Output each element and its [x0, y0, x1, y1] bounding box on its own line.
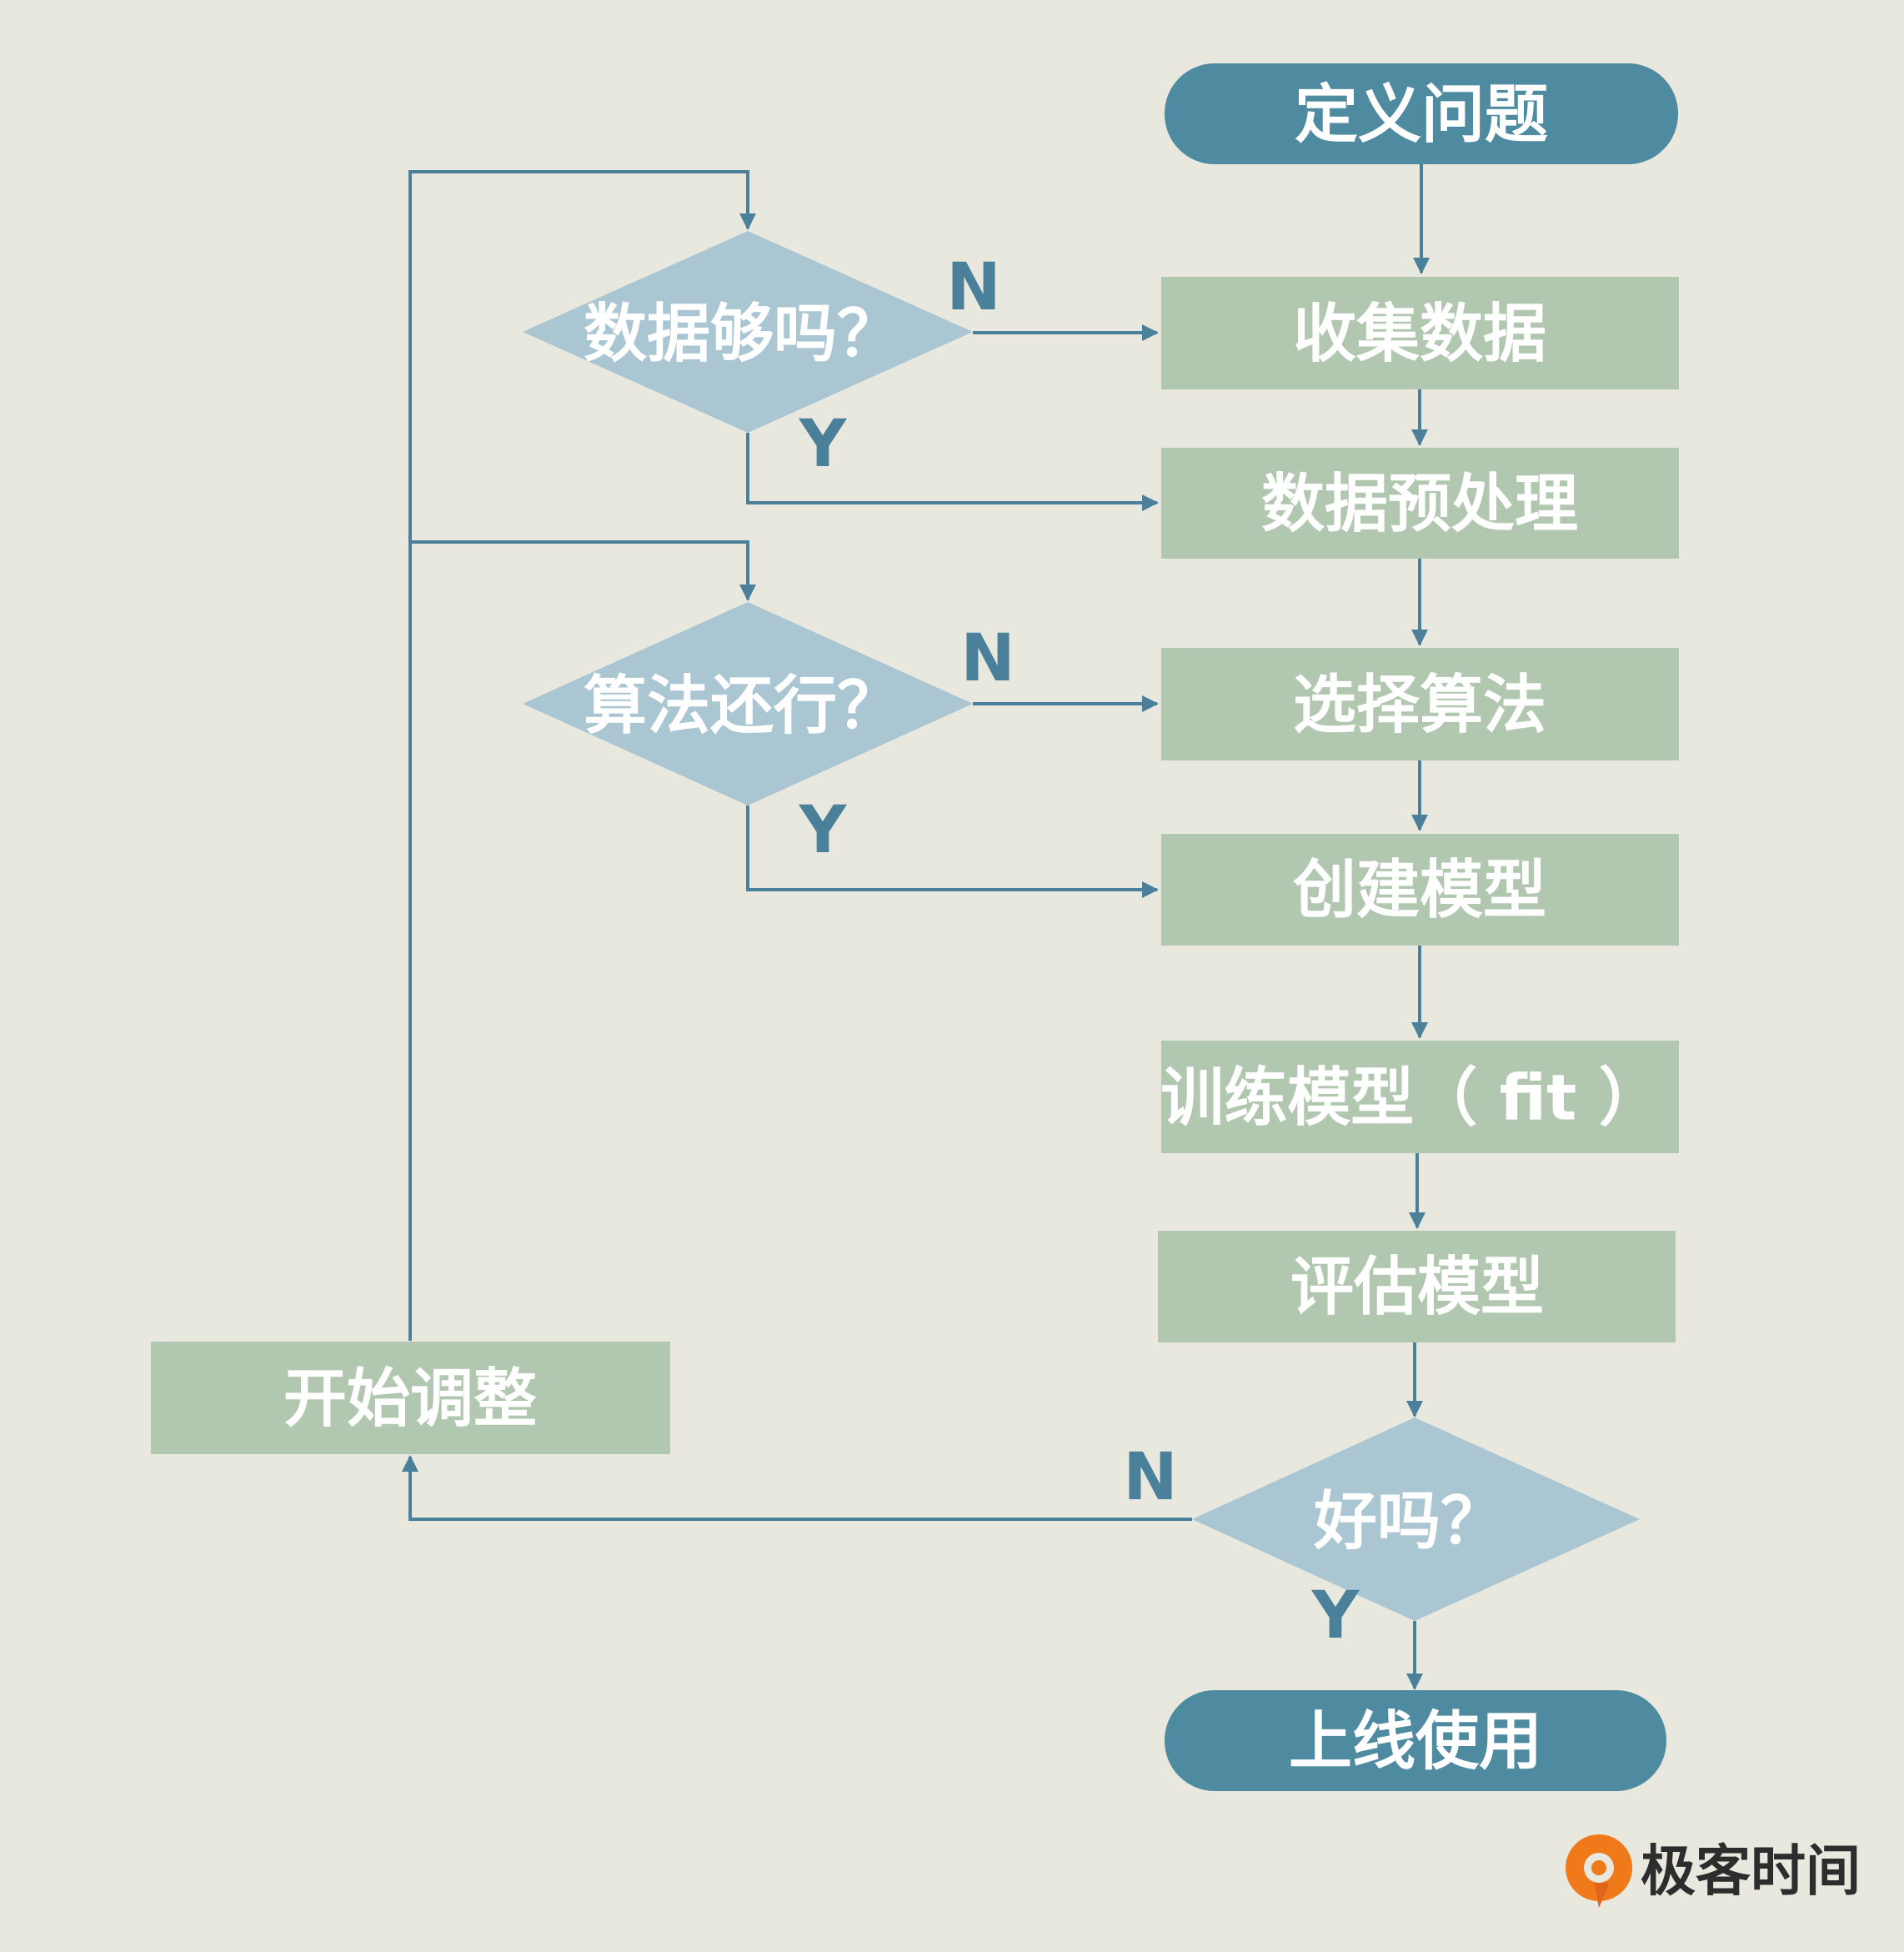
node-deploy-label: 上线使用	[1289, 1704, 1542, 1779]
edge-algorithm-ok-yes	[746, 805, 1159, 898]
node-preprocess-data-label: 数据预处理	[1261, 467, 1578, 541]
node-collect-data: 收集数据	[1161, 277, 1679, 389]
node-train-model: 训练模型（ fit ）	[1160, 1041, 1679, 1153]
edge-enough-data-yes	[746, 433, 1159, 511]
decision-algorithm-ok-label: 算法还行？	[584, 669, 900, 743]
branch-label-algorithm-ok-yes: Y	[799, 793, 848, 868]
node-select-algorithm: 选择算法	[1161, 648, 1679, 760]
geektime-logo: 极客时间	[1566, 1834, 1861, 1908]
geektime-logo-icon	[1566, 1834, 1633, 1908]
node-train-model-label: 训练模型（ fit ）	[1160, 1061, 1662, 1135]
node-define-problem: 定义问题	[1165, 63, 1678, 164]
node-create-model-label: 创建模型	[1293, 853, 1546, 927]
decision-good: 好吗？	[1192, 1418, 1640, 1621]
node-start-adjust: 开始调整	[151, 1342, 670, 1454]
node-start-adjust-label: 开始调整	[283, 1362, 537, 1436]
node-evaluate-model-label: 评估模型	[1290, 1250, 1544, 1324]
edge-adjust-to-algorithm-ok	[410, 540, 756, 601]
connectors	[402, 164, 1430, 1690]
node-collect-data-label: 收集数据	[1293, 297, 1546, 371]
node-create-model: 创建模型	[1161, 834, 1679, 946]
branch-label-enough-data-yes: Y	[799, 407, 848, 482]
branch-label-enough-data-no: N	[946, 250, 1000, 325]
decision-algorithm-ok: 算法还行？	[523, 602, 973, 805]
node-preprocess-data: 数据预处理	[1161, 448, 1679, 559]
node-select-algorithm-label: 选择算法	[1293, 668, 1546, 742]
branch-label-algorithm-ok-no: N	[960, 621, 1015, 696]
node-evaluate-model: 评估模型	[1158, 1231, 1676, 1342]
geektime-logo-text: 极客时间	[1641, 1839, 1861, 1904]
edge-good-no-to-adjust	[402, 1455, 1192, 1521]
decision-enough-data-label: 数据够吗？	[584, 297, 900, 371]
node-deploy: 上线使用	[1165, 1690, 1666, 1791]
branch-label-good-no: N	[1123, 1440, 1177, 1515]
node-define-problem-label: 定义问题	[1295, 78, 1548, 152]
decision-good-label: 好吗？	[1313, 1484, 1504, 1558]
branch-label-good-yes: Y	[1311, 1578, 1360, 1653]
decision-enough-data: 数据够吗？	[523, 231, 973, 433]
edge-adjust-to-enough-data	[408, 170, 756, 1341]
